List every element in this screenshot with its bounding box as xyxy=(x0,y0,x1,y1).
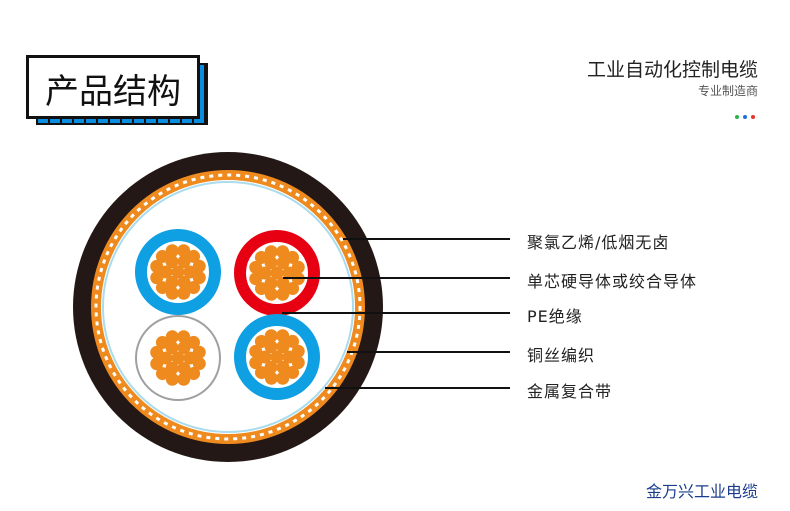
copper-strand xyxy=(254,366,268,380)
copper-strand xyxy=(155,249,169,263)
copper-strand xyxy=(264,340,278,354)
label-conductor: 单芯硬导体或绞合导体 xyxy=(527,272,698,291)
copper-strand xyxy=(192,345,206,359)
copper-strand xyxy=(165,275,179,289)
copper-strand xyxy=(177,372,191,386)
copper-strand xyxy=(286,282,300,296)
leader-lines xyxy=(282,238,510,389)
footer-brand: 金万兴工业电缆 xyxy=(645,482,758,501)
copper-strand xyxy=(155,335,169,349)
copper-strand xyxy=(150,259,164,273)
copper-strand xyxy=(264,287,278,301)
copper-strand xyxy=(276,245,290,259)
label-insulation: PE绝缘 xyxy=(527,307,583,326)
copper-strand xyxy=(291,344,305,358)
copper-strand xyxy=(155,367,169,381)
label-sheath: 聚氯乙烯/低烟无卤 xyxy=(527,233,670,252)
copper-strand xyxy=(155,281,169,295)
copper-strand xyxy=(177,275,191,289)
copper-strand xyxy=(150,357,164,371)
copper-strand xyxy=(177,330,191,344)
copper-strand xyxy=(291,356,305,370)
copper-strand xyxy=(276,276,290,290)
copper-strand xyxy=(171,351,185,365)
copper-strand xyxy=(276,340,290,354)
copper-strand xyxy=(254,282,268,296)
copper-strand xyxy=(276,371,290,385)
brand-title: 工业自动化控制电缆 xyxy=(586,59,758,81)
copper-strand xyxy=(165,372,179,386)
copper-strand xyxy=(177,286,191,300)
dot-blue xyxy=(743,115,747,119)
copper-strand xyxy=(165,255,179,269)
copper-strand xyxy=(276,256,290,270)
copper-strand xyxy=(254,250,268,264)
copper-strand xyxy=(165,330,179,344)
copper-strand xyxy=(150,345,164,359)
copper-strand xyxy=(276,287,290,301)
copper-strand xyxy=(276,329,290,343)
copper-strand xyxy=(291,260,305,274)
copper-strand xyxy=(192,357,206,371)
copper-strand xyxy=(249,344,263,358)
copper-strand xyxy=(187,335,201,349)
copper-strand xyxy=(264,371,278,385)
copper-strand xyxy=(187,367,201,381)
copper-strand xyxy=(270,266,284,280)
copper-strand xyxy=(264,256,278,270)
copper-strand xyxy=(286,250,300,264)
brand-subtitle: 专业制造商 xyxy=(697,84,758,98)
copper-strand xyxy=(249,272,263,286)
copper-strand xyxy=(264,329,278,343)
copper-strand xyxy=(192,271,206,285)
metal-tape xyxy=(102,181,354,433)
label-tape: 金属复合带 xyxy=(527,382,613,401)
copper-strand xyxy=(177,255,191,269)
copper-strand xyxy=(249,356,263,370)
copper-strand xyxy=(270,350,284,364)
copper-strand xyxy=(177,244,191,258)
copper-strand xyxy=(165,361,179,375)
copper-strand xyxy=(165,341,179,355)
copper-strand xyxy=(276,360,290,374)
dot-green xyxy=(735,115,739,119)
copper-strand xyxy=(150,271,164,285)
copper-strand xyxy=(286,334,300,348)
copper-strand xyxy=(165,244,179,258)
copper-strand xyxy=(177,341,191,355)
braid-pattern xyxy=(94,173,362,441)
copper-strand xyxy=(264,276,278,290)
title-box: 产品结构 xyxy=(26,55,200,119)
dot-red xyxy=(751,115,755,119)
copper-strand xyxy=(249,260,263,274)
copper-strand xyxy=(171,265,185,279)
page-title: 产品结构 xyxy=(45,72,181,112)
copper-strand xyxy=(286,366,300,380)
copper-strand xyxy=(187,281,201,295)
copper-strand xyxy=(165,286,179,300)
copper-strand xyxy=(187,249,201,263)
copper-strand xyxy=(264,360,278,374)
label-braid: 铜丝编织 xyxy=(527,346,596,365)
copper-strand xyxy=(254,334,268,348)
copper-strand xyxy=(177,361,191,375)
copper-strand xyxy=(264,245,278,259)
copper-strand xyxy=(192,259,206,273)
